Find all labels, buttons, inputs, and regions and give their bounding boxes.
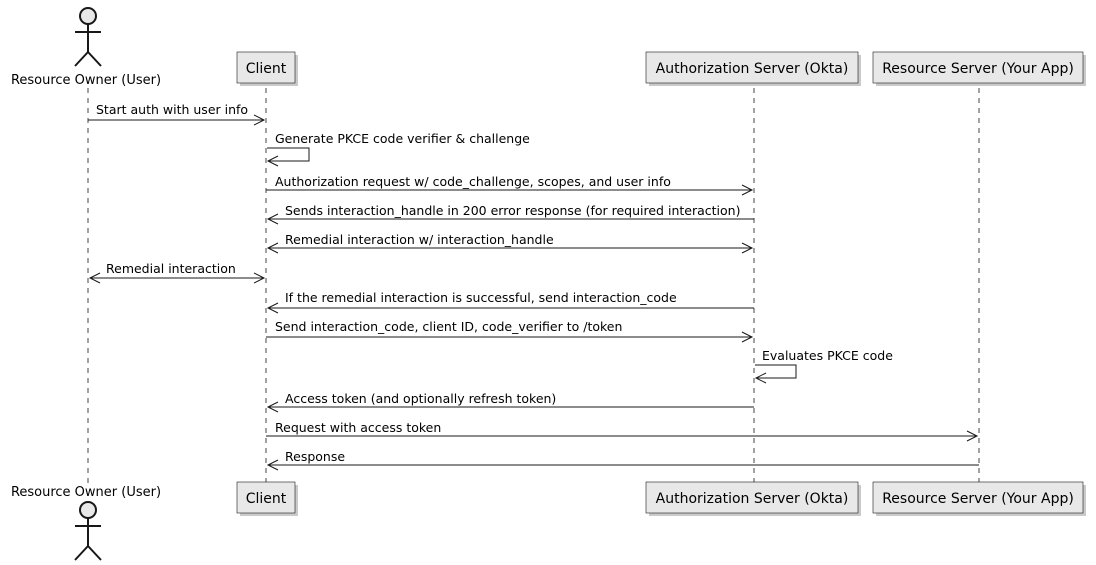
actor-leg-left (74, 51, 89, 67)
messages: Start auth with user info Generate PKCE … (88, 102, 979, 471)
lifelines (87, 88, 980, 483)
message-label: Request with access token (275, 420, 441, 435)
arrowhead (741, 184, 754, 196)
participants-bottom: Resource Owner (User) Client Authorizati… (11, 481, 1086, 561)
message-label: Send interaction_code, client ID, code_v… (275, 319, 622, 334)
participant-resource-top: Resource Server (Your App) (872, 51, 1086, 86)
message: Response (266, 449, 979, 471)
participant-label-client-top: Client (246, 61, 287, 77)
arrowhead (266, 213, 279, 225)
participant-box (645, 481, 859, 514)
arrowhead-right (741, 242, 754, 254)
message-label: Evaluates PKCE code (762, 348, 893, 363)
message: Sends interaction_handle in 200 error re… (266, 203, 754, 225)
message: Remedial interaction (88, 261, 266, 284)
arrowhead-left (266, 242, 279, 254)
actor-head (79, 7, 97, 25)
participant-client-top: Client (236, 51, 298, 86)
participant-box (645, 51, 859, 84)
participant-authz-bottom: Authorization Server (Okta) (645, 481, 861, 516)
participant-label-user-bottom: Resource Owner (User) (11, 485, 161, 500)
arrowhead-left (88, 272, 101, 284)
participant-label-user-top: Resource Owner (User) (11, 73, 161, 88)
arrowhead (754, 372, 767, 384)
participant-box (236, 51, 296, 84)
message: Start auth with user info (88, 102, 266, 126)
message: Generate PKCE code verifier & challenge (266, 131, 530, 167)
arrowhead (266, 401, 279, 413)
actor-user-bottom: Resource Owner (User) (11, 485, 161, 561)
message-label: Remedial interaction w/ interaction_hand… (285, 232, 554, 247)
participant-label-resource-bottom: Resource Server (Your App) (882, 491, 1074, 507)
participant-box (236, 481, 296, 514)
arrowhead (266, 302, 279, 314)
message-label: Generate PKCE code verifier & challenge (275, 131, 530, 146)
message: Request with access token (266, 420, 979, 442)
message: Access token (and optionally refresh tok… (266, 391, 754, 413)
message-label: If the remedial interaction is successfu… (285, 290, 677, 305)
message-line (267, 147, 310, 162)
participant-resource-bottom: Resource Server (Your App) (872, 481, 1086, 516)
actor-user-top: Resource Owner (User) (11, 7, 161, 88)
message: Send interaction_code, client ID, code_v… (266, 319, 754, 343)
participant-label-resource-top: Resource Server (Your App) (882, 61, 1074, 77)
message-label: Access token (and optionally refresh tok… (285, 391, 556, 406)
message: Evaluates PKCE code (754, 348, 893, 384)
participant-label-client-bottom: Client (246, 491, 287, 507)
actor-leg-right (87, 545, 102, 561)
message-line (755, 364, 797, 379)
arrowhead (966, 430, 979, 442)
participant-client-bottom: Client (236, 481, 298, 516)
message-label: Response (285, 449, 345, 464)
message-label: Authorization request w/ code_challenge,… (275, 174, 671, 189)
arrowhead (253, 114, 266, 126)
arrowhead (266, 155, 279, 167)
arrowhead (741, 331, 754, 343)
message: Authorization request w/ code_challenge,… (266, 174, 754, 196)
message: Remedial interaction w/ interaction_hand… (266, 232, 754, 254)
participant-authz-top: Authorization Server (Okta) (645, 51, 861, 86)
message: If the remedial interaction is successfu… (266, 290, 754, 314)
participant-label-authz-top: Authorization Server (Okta) (656, 61, 849, 77)
message-label: Remedial interaction (106, 261, 236, 276)
participant-label-authz-bottom: Authorization Server (Okta) (656, 491, 849, 507)
actor-head (79, 501, 97, 519)
participant-box (872, 51, 1084, 84)
arrowhead-right (253, 272, 266, 284)
participants-top: Resource Owner (User) Client Authorizati… (11, 7, 1086, 88)
arrowhead (266, 459, 279, 471)
participant-box (872, 481, 1084, 514)
actor-leg-left (74, 545, 89, 561)
message-label: Start auth with user info (96, 102, 248, 117)
actor-leg-right (87, 51, 102, 67)
message-label: Sends interaction_handle in 200 error re… (285, 203, 740, 218)
